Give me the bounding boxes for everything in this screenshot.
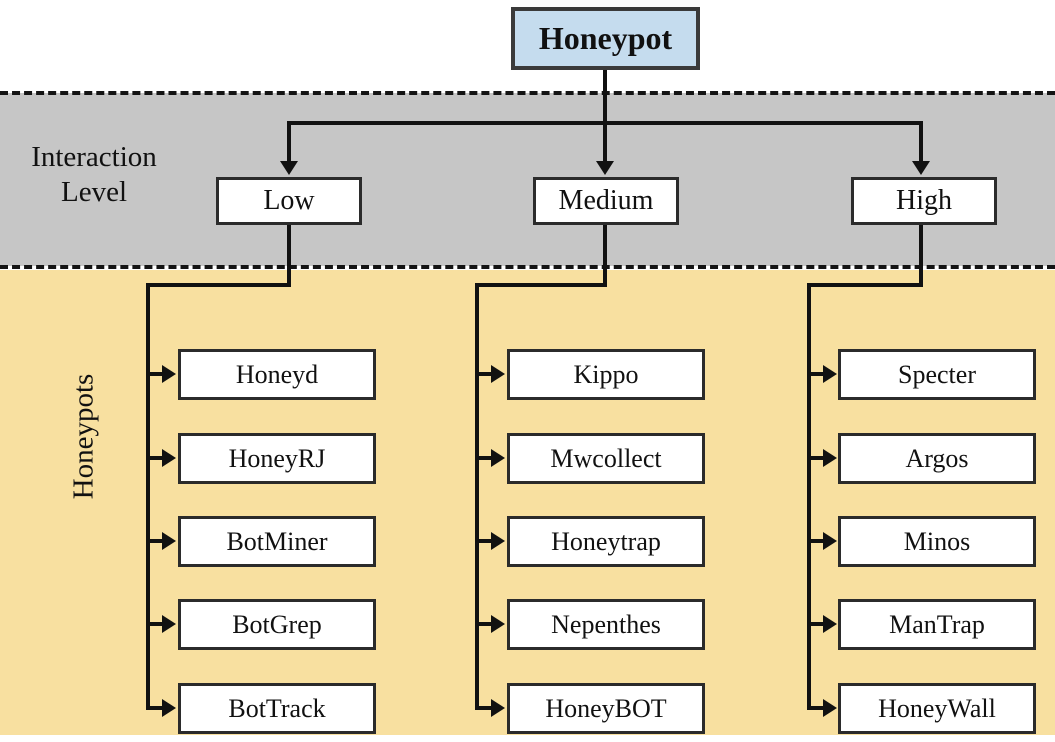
connector-high-descend — [919, 225, 923, 287]
branch-high-4 — [807, 622, 825, 626]
branch-medium-4 — [475, 622, 493, 626]
arrowhead-low — [280, 161, 298, 175]
branch-medium-3 — [475, 539, 493, 543]
arrowhead-medium-4 — [491, 615, 505, 633]
honeypot-node-botminer[interactable]: BotMiner — [178, 516, 376, 567]
honeypot-node-bottrack[interactable]: BotTrack — [178, 683, 376, 734]
honeypot-node-specter[interactable]: Specter — [838, 349, 1036, 400]
branch-medium-2 — [475, 456, 493, 460]
honeypot-node-honeywall[interactable]: HoneyWall — [838, 683, 1036, 734]
level-node-high[interactable]: High — [851, 177, 997, 225]
arrowhead-low-4 — [162, 615, 176, 633]
honeypot-node-mwcollect[interactable]: Mwcollect — [507, 433, 705, 484]
interaction-level-label-line2: Level — [60, 176, 127, 209]
spine-column-high — [807, 283, 811, 710]
honeypot-node-mantrap[interactable]: ManTrap — [838, 599, 1036, 650]
level-node-low[interactable]: Low — [216, 177, 362, 225]
spine-column-medium — [475, 283, 479, 710]
honeypot-node-argos[interactable]: Argos — [838, 433, 1036, 484]
arrowhead-medium-1 — [491, 365, 505, 383]
band-divider-bottom — [0, 265, 1055, 269]
branch-high-5 — [807, 706, 825, 710]
arrowhead-high-5 — [823, 699, 837, 717]
connector-medium-descend — [603, 225, 607, 287]
connector-medium-elbow — [475, 283, 607, 287]
branch-high-2 — [807, 456, 825, 460]
arrowhead-medium-3 — [491, 532, 505, 550]
honeypot-node-honeytrap[interactable]: Honeytrap — [507, 516, 705, 567]
connector-bus-drop-medium — [603, 121, 607, 163]
arrowhead-medium-5 — [491, 699, 505, 717]
interaction-level-label: Interaction Level — [4, 140, 184, 211]
arrowhead-high-1 — [823, 365, 837, 383]
honeypots-band — [0, 270, 1055, 735]
branch-low-3 — [146, 539, 164, 543]
branch-high-3 — [807, 539, 825, 543]
branch-low-1 — [146, 372, 164, 376]
spine-column-low — [146, 283, 150, 710]
band-divider-top — [0, 91, 1055, 95]
connector-root-stem — [603, 70, 607, 123]
arrowhead-high-3 — [823, 532, 837, 550]
honeypot-node-honeyd[interactable]: Honeyd — [178, 349, 376, 400]
arrowhead-low-2 — [162, 449, 176, 467]
branch-low-4 — [146, 622, 164, 626]
branch-medium-1 — [475, 372, 493, 376]
branch-medium-5 — [475, 706, 493, 710]
arrowhead-medium — [596, 161, 614, 175]
connector-high-elbow — [807, 283, 923, 287]
branch-low-2 — [146, 456, 164, 460]
honeypot-node-kippo[interactable]: Kippo — [507, 349, 705, 400]
branch-high-1 — [807, 372, 825, 376]
branch-low-5 — [146, 706, 164, 710]
honeypot-node-nepenthes[interactable]: Nepenthes — [507, 599, 705, 650]
arrowhead-low-5 — [162, 699, 176, 717]
honeypots-label: Honeypots — [67, 373, 100, 500]
honeypot-node-honeybot[interactable]: HoneyBOT — [507, 683, 705, 734]
arrowhead-medium-2 — [491, 449, 505, 467]
honeypot-node-botgrep[interactable]: BotGrep — [178, 599, 376, 650]
connector-low-descend — [287, 225, 291, 287]
root-node-honeypot[interactable]: Honeypot — [511, 7, 700, 70]
interaction-level-label-line1: Interaction — [31, 141, 157, 173]
honeypot-node-honeyrj[interactable]: HoneyRJ — [178, 433, 376, 484]
honeypot-node-minos[interactable]: Minos — [838, 516, 1036, 567]
connector-low-elbow — [146, 283, 291, 287]
arrowhead-high-2 — [823, 449, 837, 467]
arrowhead-low-3 — [162, 532, 176, 550]
arrowhead-low-1 — [162, 365, 176, 383]
connector-bus-drop-high — [919, 121, 923, 163]
arrowhead-high — [912, 161, 930, 175]
level-node-medium[interactable]: Medium — [533, 177, 679, 225]
arrowhead-high-4 — [823, 615, 837, 633]
connector-bus-drop-low — [287, 121, 291, 163]
